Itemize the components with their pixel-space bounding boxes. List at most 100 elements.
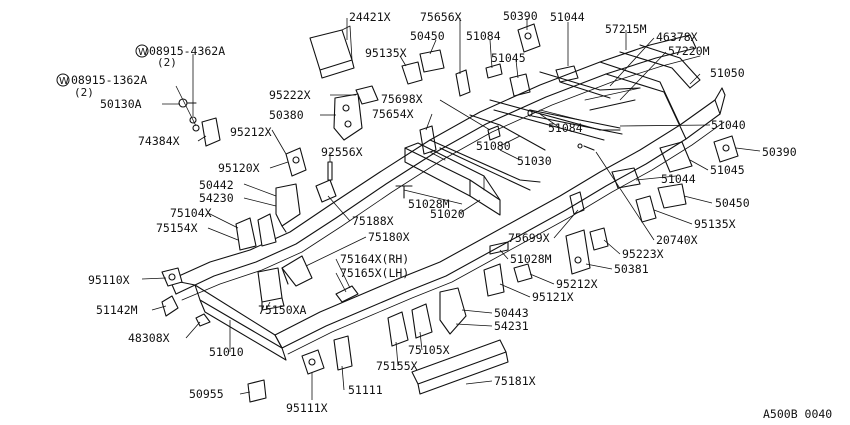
label-51111[interactable]: 51111 [348, 383, 383, 397]
label-74384x[interactable]: 74384X [138, 134, 180, 148]
bracket-75164x [335, 285, 359, 303]
label-51045-right[interactable]: 51045 [710, 163, 745, 177]
label-51040[interactable]: 51040 [711, 118, 746, 132]
label-51080[interactable]: 51080 [476, 139, 511, 153]
label-50442[interactable]: 50442 [199, 178, 234, 192]
mount-50390-top [517, 23, 541, 53]
label-24421x[interactable]: 24421X [349, 10, 391, 24]
diagram-code: A500B 0040 [763, 407, 832, 421]
label-57215m[interactable]: 57215M [605, 22, 647, 36]
label-95111x[interactable]: 95111X [286, 401, 328, 415]
label-50443[interactable]: 50443 [494, 306, 529, 320]
leader-lines [141, 18, 761, 400]
label-95120x[interactable]: 95120X [218, 161, 260, 175]
bracket-50443 [439, 287, 467, 335]
label-75654x[interactable]: 75654X [372, 107, 414, 121]
washer-symbol-icon [56, 73, 70, 87]
label-50380[interactable]: 50380 [269, 108, 304, 122]
label-51028m-mid[interactable]: 51028M [510, 252, 552, 266]
bracket-95212x-right [513, 263, 533, 283]
label-92556x[interactable]: 92556X [321, 145, 363, 159]
label-51020[interactable]: 51020 [430, 207, 465, 221]
label-50450-right[interactable]: 50450 [715, 196, 750, 210]
label-50130a[interactable]: 50130A [100, 97, 142, 111]
bracket-50380 [333, 93, 363, 141]
label-51010[interactable]: 51010 [209, 345, 244, 359]
bracket-51111 [333, 335, 353, 371]
label-51084-mid[interactable]: 51084 [548, 121, 583, 135]
label-75656x[interactable]: 75656X [420, 10, 462, 24]
label-51030[interactable]: 51030 [517, 154, 552, 168]
label-51050[interactable]: 51050 [710, 66, 745, 80]
label-51028m-top[interactable]: 51028M [408, 197, 450, 211]
bracket-95223x [589, 227, 609, 251]
label-51045-top[interactable]: 51045 [491, 51, 526, 65]
mount-95121x [483, 263, 505, 297]
bracket-95222x [355, 85, 379, 105]
washer-symbol-letter: W [59, 76, 69, 87]
label-08915-1362a-qty: (2) [74, 86, 94, 99]
bracket-75150xa [257, 267, 285, 311]
bracket-75180x [281, 255, 313, 287]
plate-50955 [247, 379, 267, 403]
label-95135x-right[interactable]: 95135X [694, 217, 736, 231]
label-51044-right[interactable]: 51044 [661, 172, 696, 186]
label-20740x[interactable]: 20740X [656, 233, 698, 247]
label-75105x[interactable]: 75105X [408, 343, 450, 357]
label-75698x[interactable]: 75698X [381, 92, 423, 106]
washer-stack [189, 116, 200, 132]
label-95212x-right[interactable]: 95212X [556, 277, 598, 291]
label-08915-4362a-qty: (2) [157, 56, 177, 69]
label-95110x[interactable]: 95110X [88, 273, 130, 287]
label-95135x-top[interactable]: 95135X [365, 46, 407, 60]
mount-95111x [301, 349, 325, 375]
label-08915-1362a[interactable]: 08915-1362A [71, 73, 147, 87]
mount-95120x [285, 147, 307, 177]
bracket-50381 [565, 229, 591, 275]
bracket-74384x [201, 117, 221, 147]
label-75154x[interactable]: 75154X [156, 221, 198, 235]
label-50390-top[interactable]: 50390 [503, 9, 538, 23]
label-75180x[interactable]: 75180X [368, 230, 410, 244]
label-75188x[interactable]: 75188X [352, 214, 394, 228]
label-75150xa[interactable]: 75150XA [258, 303, 307, 317]
bracket-51142m [161, 295, 179, 317]
label-50450-top[interactable]: 50450 [410, 29, 445, 43]
bolt-92556x [327, 161, 333, 181]
label-50390-right[interactable]: 50390 [762, 145, 797, 159]
bolt-50130a [178, 98, 197, 108]
chassis-frame-illustration [161, 23, 739, 403]
label-50955[interactable]: 50955 [189, 387, 224, 401]
label-51142m[interactable]: 51142M [96, 303, 138, 317]
label-95223x[interactable]: 95223X [622, 247, 664, 261]
label-54231[interactable]: 54231 [494, 319, 529, 333]
label-48308x[interactable]: 48308X [128, 331, 170, 345]
part-labels: 24421X 75656X 50390 51044 57215M 46378X … [56, 9, 832, 421]
label-75164x[interactable]: 75164X(RH) [340, 252, 409, 266]
label-75165x[interactable]: 75165X(LH) [340, 266, 409, 280]
rear-hanger-bars [539, 71, 641, 111]
label-46378x[interactable]: 46378X [656, 30, 698, 44]
washer-symbol-icon [135, 44, 149, 58]
bracket-51028m-top [395, 185, 413, 199]
washer-symbol-letter: W [138, 47, 148, 58]
bracket-75188x [315, 179, 337, 203]
label-75181x[interactable]: 75181X [494, 374, 536, 388]
label-75104x[interactable]: 75104X [170, 206, 212, 220]
label-75155x[interactable]: 75155X [376, 359, 418, 373]
label-95212x-left[interactable]: 95212X [230, 125, 272, 139]
label-95222x[interactable]: 95222X [269, 88, 311, 102]
label-95121x[interactable]: 95121X [532, 290, 574, 304]
label-51084-top[interactable]: 51084 [466, 29, 501, 43]
bracket-51084-top [485, 63, 503, 79]
bracket-75656x [455, 69, 471, 97]
label-08915-4362a[interactable]: 08915-4362A [149, 44, 225, 58]
label-51044-top[interactable]: 51044 [550, 10, 585, 24]
label-54230[interactable]: 54230 [199, 191, 234, 205]
mount-75105x [387, 303, 433, 347]
label-57220m[interactable]: 57220M [668, 44, 710, 58]
label-75699x[interactable]: 75699X [508, 231, 550, 245]
label-50381[interactable]: 50381 [614, 262, 649, 276]
crossmember-51030 [429, 114, 546, 191]
